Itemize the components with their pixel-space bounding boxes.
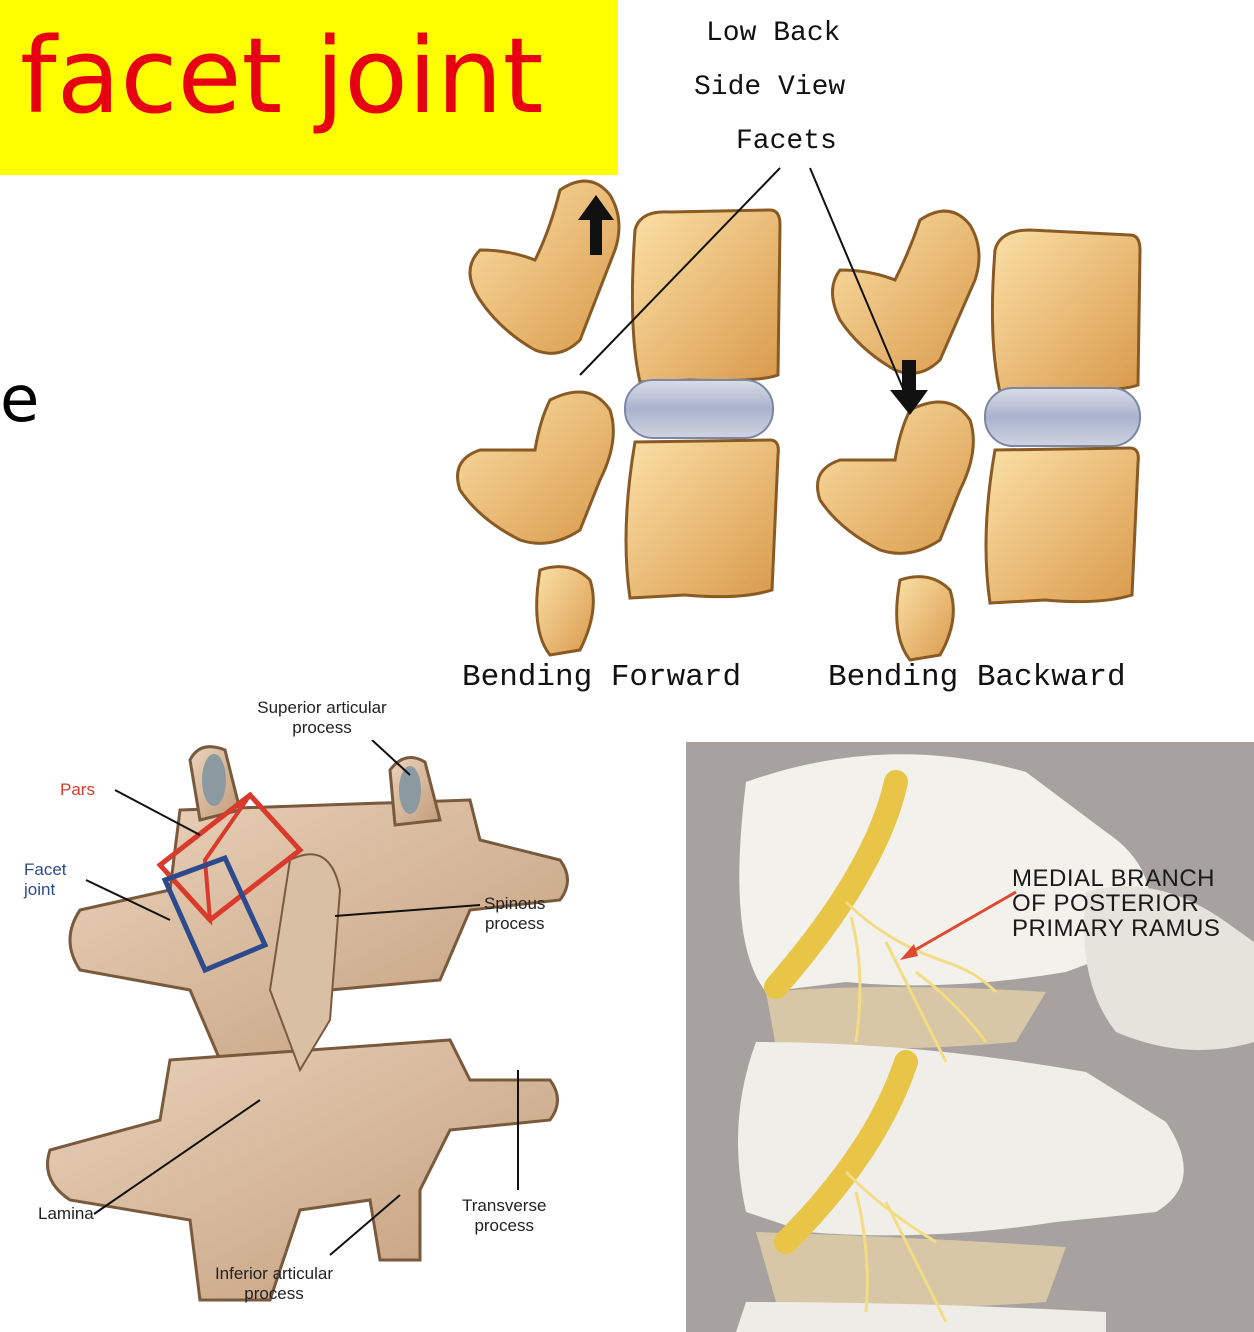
side-view-header-line-1: Low Back bbox=[706, 18, 840, 49]
spine-model-photo bbox=[686, 742, 1254, 1332]
label-pars: Pars bbox=[60, 780, 95, 800]
side-view-header-line-2: Side View bbox=[694, 72, 845, 103]
label-medial-line-3: PRIMARY RAMUS bbox=[1012, 916, 1220, 941]
spine-bending-forward bbox=[458, 181, 781, 655]
label-facet-line-1: Facet bbox=[24, 860, 67, 880]
label-superior-line-1: Superior articular bbox=[222, 698, 422, 718]
label-transverse-line-1: Transverse bbox=[462, 1196, 546, 1216]
label-facet-line-2: joint bbox=[24, 880, 67, 900]
label-superior-articular-process: Superior articular process bbox=[222, 698, 422, 737]
label-medial-branch: MEDIAL BRANCH OF POSTERIOR PRIMARY RAMUS bbox=[1012, 866, 1220, 942]
label-medial-line-1: MEDIAL BRANCH bbox=[1012, 866, 1220, 891]
label-spinous-line-2: process bbox=[484, 914, 545, 934]
label-spinous-line-1: Spinous bbox=[484, 894, 545, 914]
spine-bending-backward bbox=[818, 211, 1141, 660]
caption-bending-backward: Bending Backward bbox=[828, 660, 1126, 695]
label-inferior-line-1: Inferior articular bbox=[174, 1264, 374, 1284]
caption-bending-forward: Bending Forward bbox=[462, 660, 741, 695]
label-lamina: Lamina bbox=[38, 1204, 94, 1224]
label-inferior-articular-process: Inferior articular process bbox=[174, 1264, 374, 1303]
label-inferior-line-2: process bbox=[174, 1284, 374, 1304]
label-medial-line-2: OF POSTERIOR bbox=[1012, 891, 1220, 916]
label-spinous-process: Spinous process bbox=[484, 894, 545, 933]
label-transverse-line-2: process bbox=[462, 1216, 546, 1236]
label-facet-joint: Facet joint bbox=[24, 860, 67, 899]
clipped-text-fragment: e bbox=[0, 368, 39, 432]
label-transverse-process: Transverse process bbox=[462, 1196, 546, 1235]
lumbar-posterior-view-illustration bbox=[0, 740, 640, 1332]
label-superior-line-2: process bbox=[222, 718, 422, 738]
lumbar-side-view-illustration bbox=[440, 150, 1160, 670]
page-title: facet joint bbox=[20, 14, 543, 139]
